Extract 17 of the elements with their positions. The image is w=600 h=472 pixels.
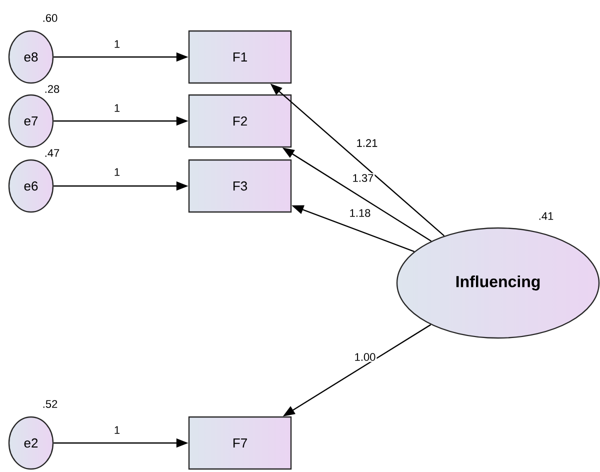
estimate-label: .60: [43, 14, 58, 22]
edge-label: 1.21: [355, 138, 379, 148]
estimate-label: .47: [45, 149, 60, 157]
edge-label: 1.37: [351, 173, 375, 183]
variable-box: F7: [188, 416, 292, 470]
edge-label: 1: [112, 167, 122, 177]
variable-box: F1: [188, 30, 292, 84]
edge-label: 1: [112, 39, 122, 49]
variable-box: F3: [188, 159, 292, 213]
edge-label: 1: [112, 103, 122, 113]
estimate-label: .52: [43, 400, 58, 408]
edge-label: 1.00: [353, 352, 377, 362]
edge-label: 1.18: [348, 208, 372, 218]
edge-label: 1: [112, 425, 122, 435]
estimate-label: .28: [45, 85, 60, 93]
estimate-label: .41: [539, 212, 554, 220]
variable-box: F2: [188, 94, 292, 148]
